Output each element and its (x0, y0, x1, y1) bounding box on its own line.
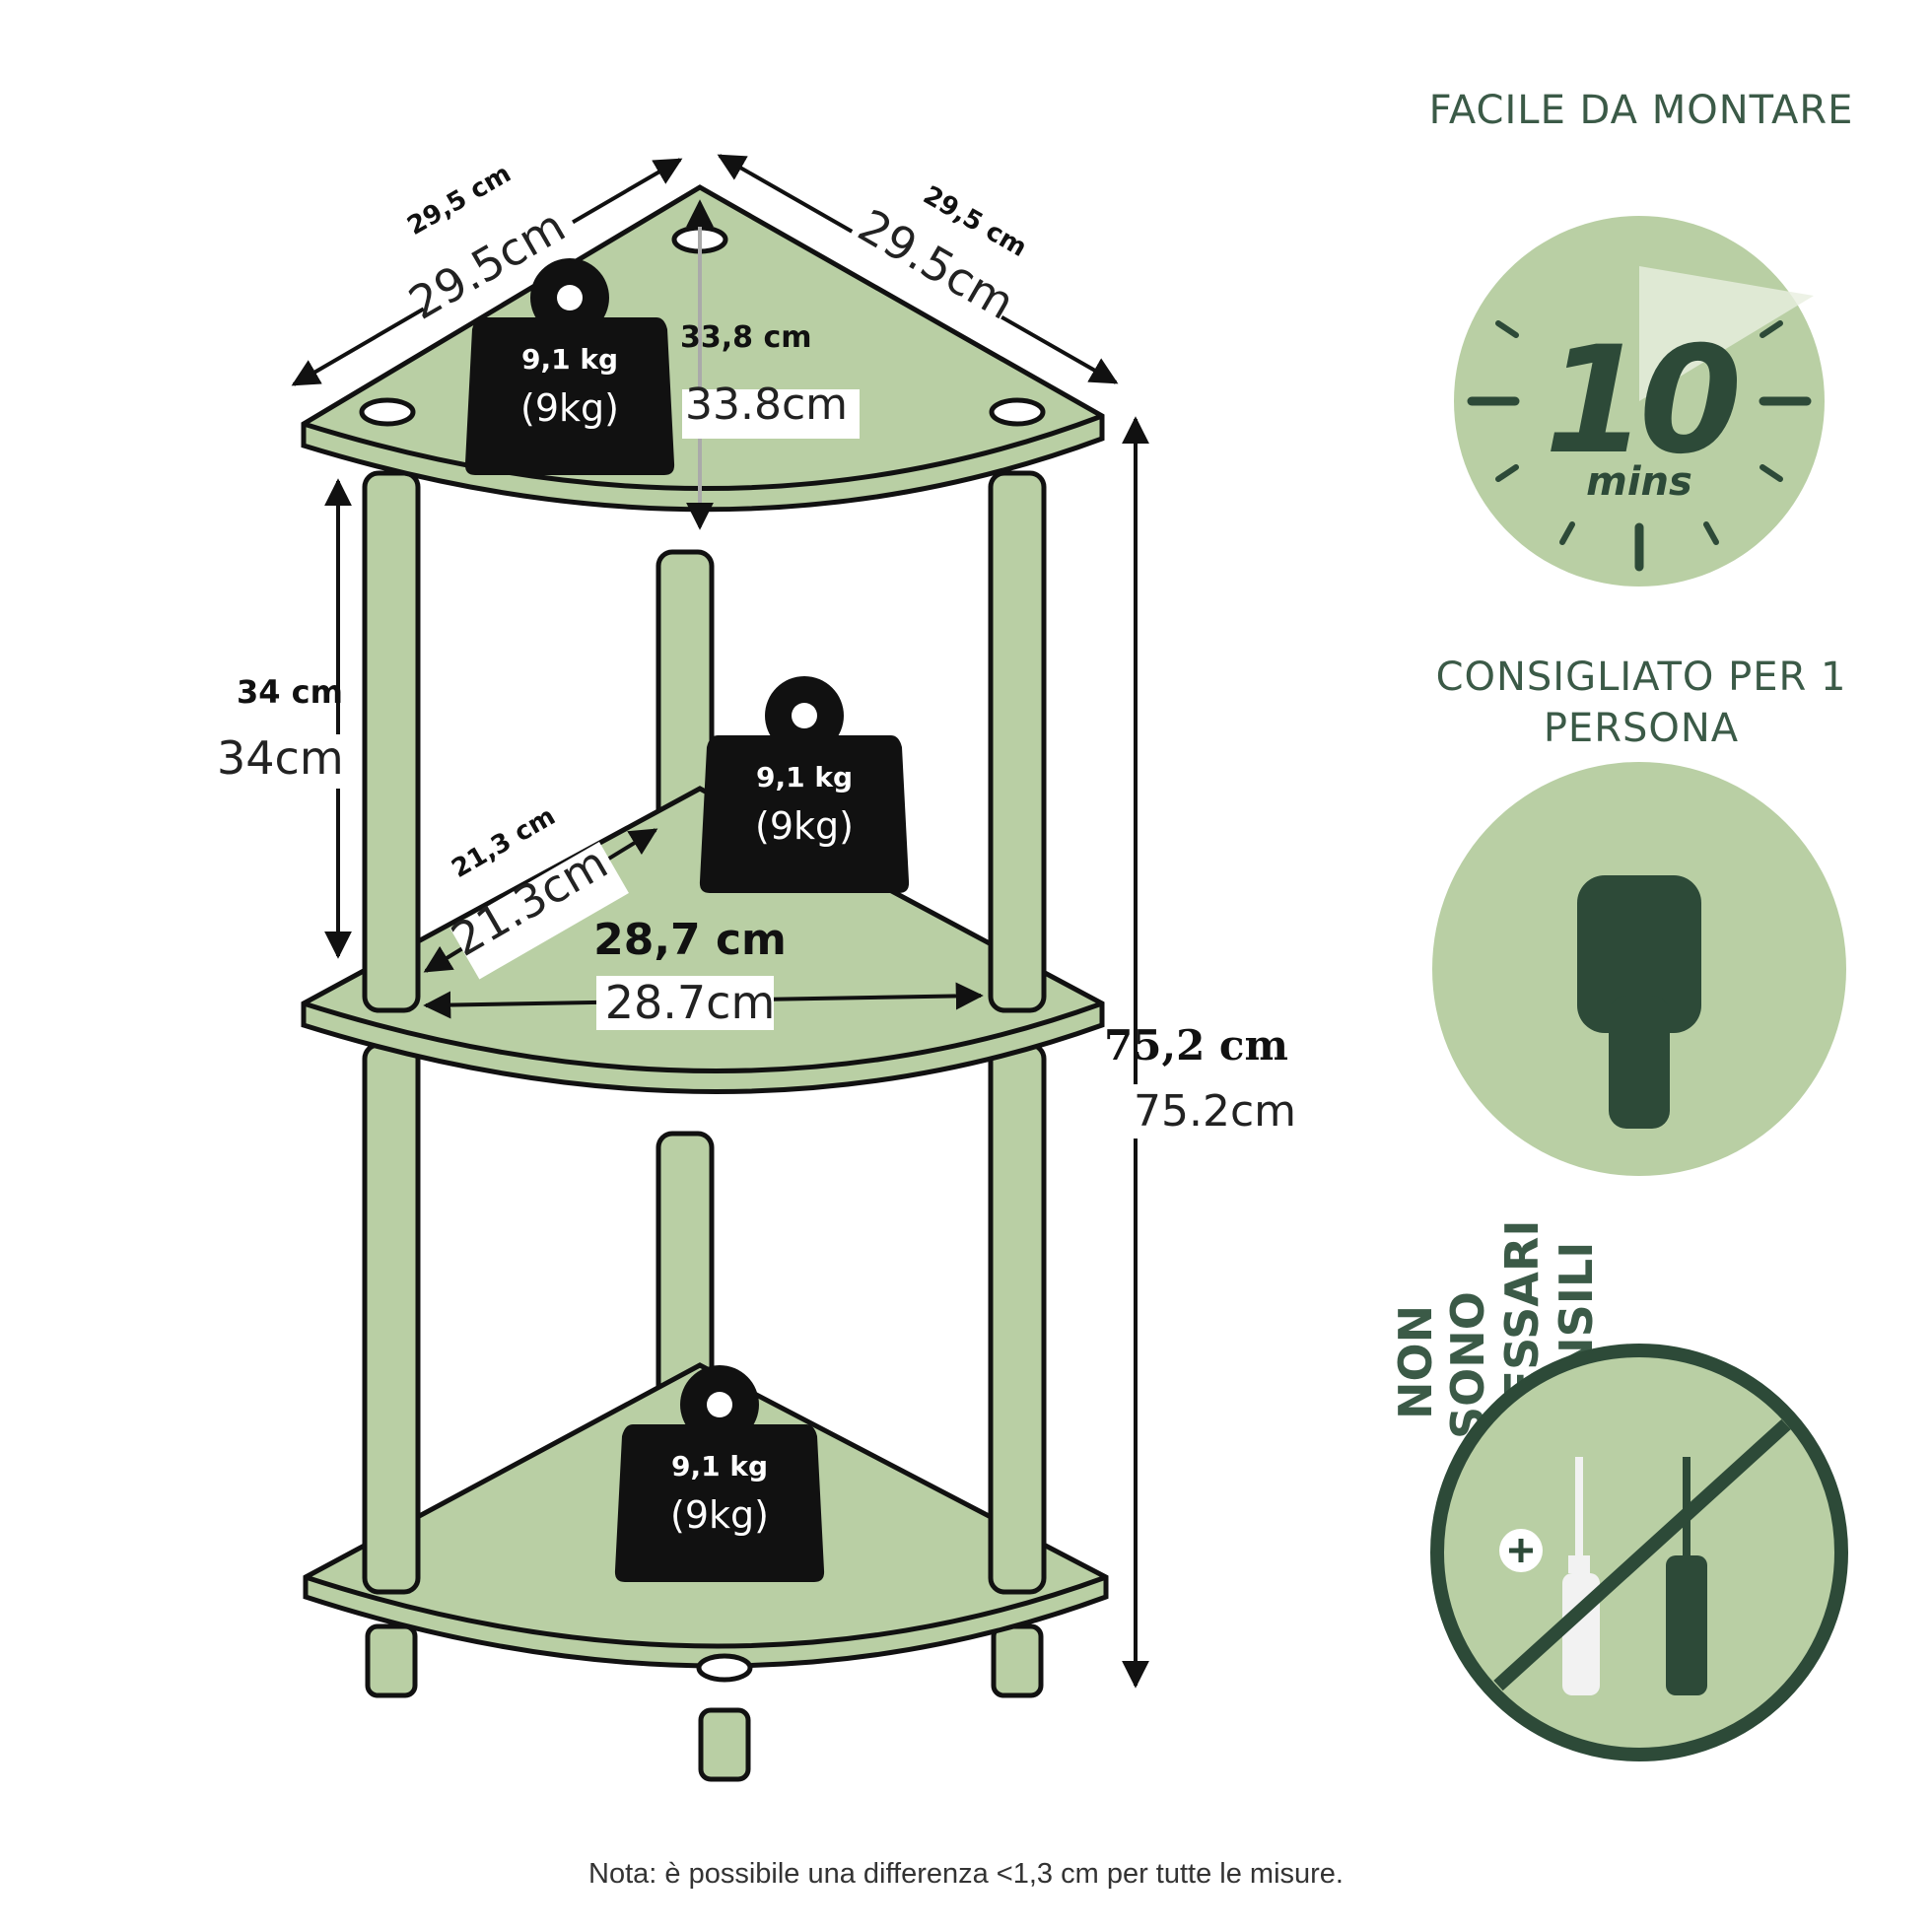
person-icon (1432, 762, 1846, 1176)
foot-left (365, 1623, 418, 1698)
plus-icon (1499, 1529, 1543, 1572)
persons-line1: CONSIGLIATO PER 1 (1436, 655, 1847, 700)
prohibited-slash (1493, 1418, 1791, 1691)
dim-height-light: 75.2cm (1134, 1086, 1296, 1137)
tools-line1: NON (1389, 1305, 1442, 1419)
weight-icon-middle: 9,1 kg (9kg) (699, 676, 910, 893)
clock-icon: 10 mins (1454, 216, 1825, 586)
weight-bottom-bold: 9,1 kg (671, 1450, 768, 1483)
weight-icon-bottom: 9,1 kg (9kg) (614, 1365, 825, 1582)
foot-right (991, 1623, 1044, 1698)
weight-bottom-light: (9kg) (670, 1493, 769, 1537)
weight-middle-light: (9kg) (755, 804, 854, 848)
disclaimer-note: Nota: è possibile una differenza <1,3 cm… (588, 1858, 1344, 1890)
weight-icon-top: 9,1 kg (9kg) (464, 258, 675, 475)
assembly-title: FACILE DA MONTARE (1429, 88, 1854, 133)
no-tools-icon (1430, 1344, 1848, 1761)
dim-shelf-gap-light: 34cm (217, 731, 344, 785)
post-left-lower (362, 1042, 421, 1595)
label-backgrounds (212, 186, 1299, 1138)
dim-shelf-gap-bold: 34 cm (237, 673, 343, 711)
weight-top-light: (9kg) (520, 386, 619, 430)
dim-width-light: 28.7cm (605, 976, 776, 1029)
dim-width-bold: 28,7 cm (593, 915, 787, 965)
dim-depth-bold: 33,8 cm (680, 320, 812, 355)
persons-line2: PERSONA (1544, 706, 1739, 751)
weight-top-bold: 9,1 kg (521, 343, 618, 376)
post-left-upper (362, 470, 421, 1013)
foot-front (698, 1707, 751, 1782)
dim-depth-light: 33.8cm (685, 380, 848, 430)
dim-height-bold: 75,2 cm (1104, 1021, 1288, 1070)
post-right-upper (988, 470, 1047, 1013)
weight-middle-bold: 9,1 kg (756, 761, 853, 794)
post-right-lower (988, 1042, 1047, 1595)
time-value: 10 (1545, 315, 1738, 487)
time-unit: mins (1586, 459, 1692, 505)
